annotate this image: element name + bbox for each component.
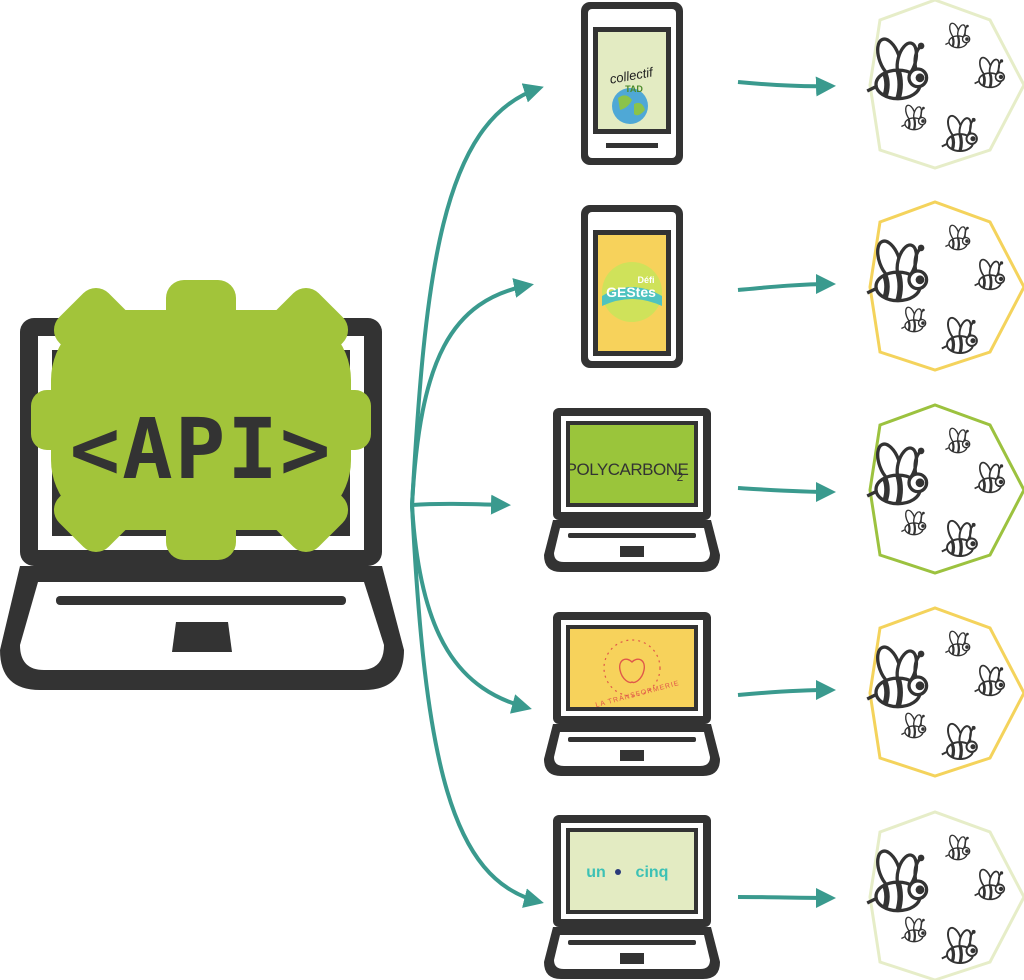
users-group-2 [867,200,1024,372]
app-device-2: Défi GEStes [581,205,683,368]
app-5-logo-line2: cinq [636,864,669,881]
api-label: <API> [70,400,333,498]
users-group-4 [867,606,1024,778]
app-device-1: collectif TAD [581,2,683,165]
distribution-arrows [410,83,544,908]
users-group-5 [867,810,1024,980]
api-gear: <API> [31,280,371,560]
users-group-3 [867,403,1024,575]
app-device-4: LA TRANSFORMERIE [544,612,720,776]
arrow-to-app-2 [410,278,534,506]
apple-icon [618,658,646,684]
app-3-logo-line2: 2 [677,470,684,484]
arrow-to-app-5 [410,504,544,908]
app-1-logo-line2: TAD [625,84,643,94]
app-2-logo-line2: GEStes [606,284,656,300]
app-device-5: un cinq [544,815,720,979]
users-group-1 [867,0,1024,170]
app-2-logo-line1: Défi [637,275,654,285]
transformerie-ring [603,639,661,697]
arrow-to-app-4 [410,504,532,714]
app-device-3: POLYCARBONE 2 [544,408,720,572]
app-3-logo-line1: POLYCARBONE [566,460,689,479]
arrow-to-app-3 [411,494,511,515]
arrow-to-app-1 [410,83,544,506]
user-arrows [737,76,836,908]
app-5-logo-line1: un [586,864,606,881]
uncinq-dot [615,869,621,875]
